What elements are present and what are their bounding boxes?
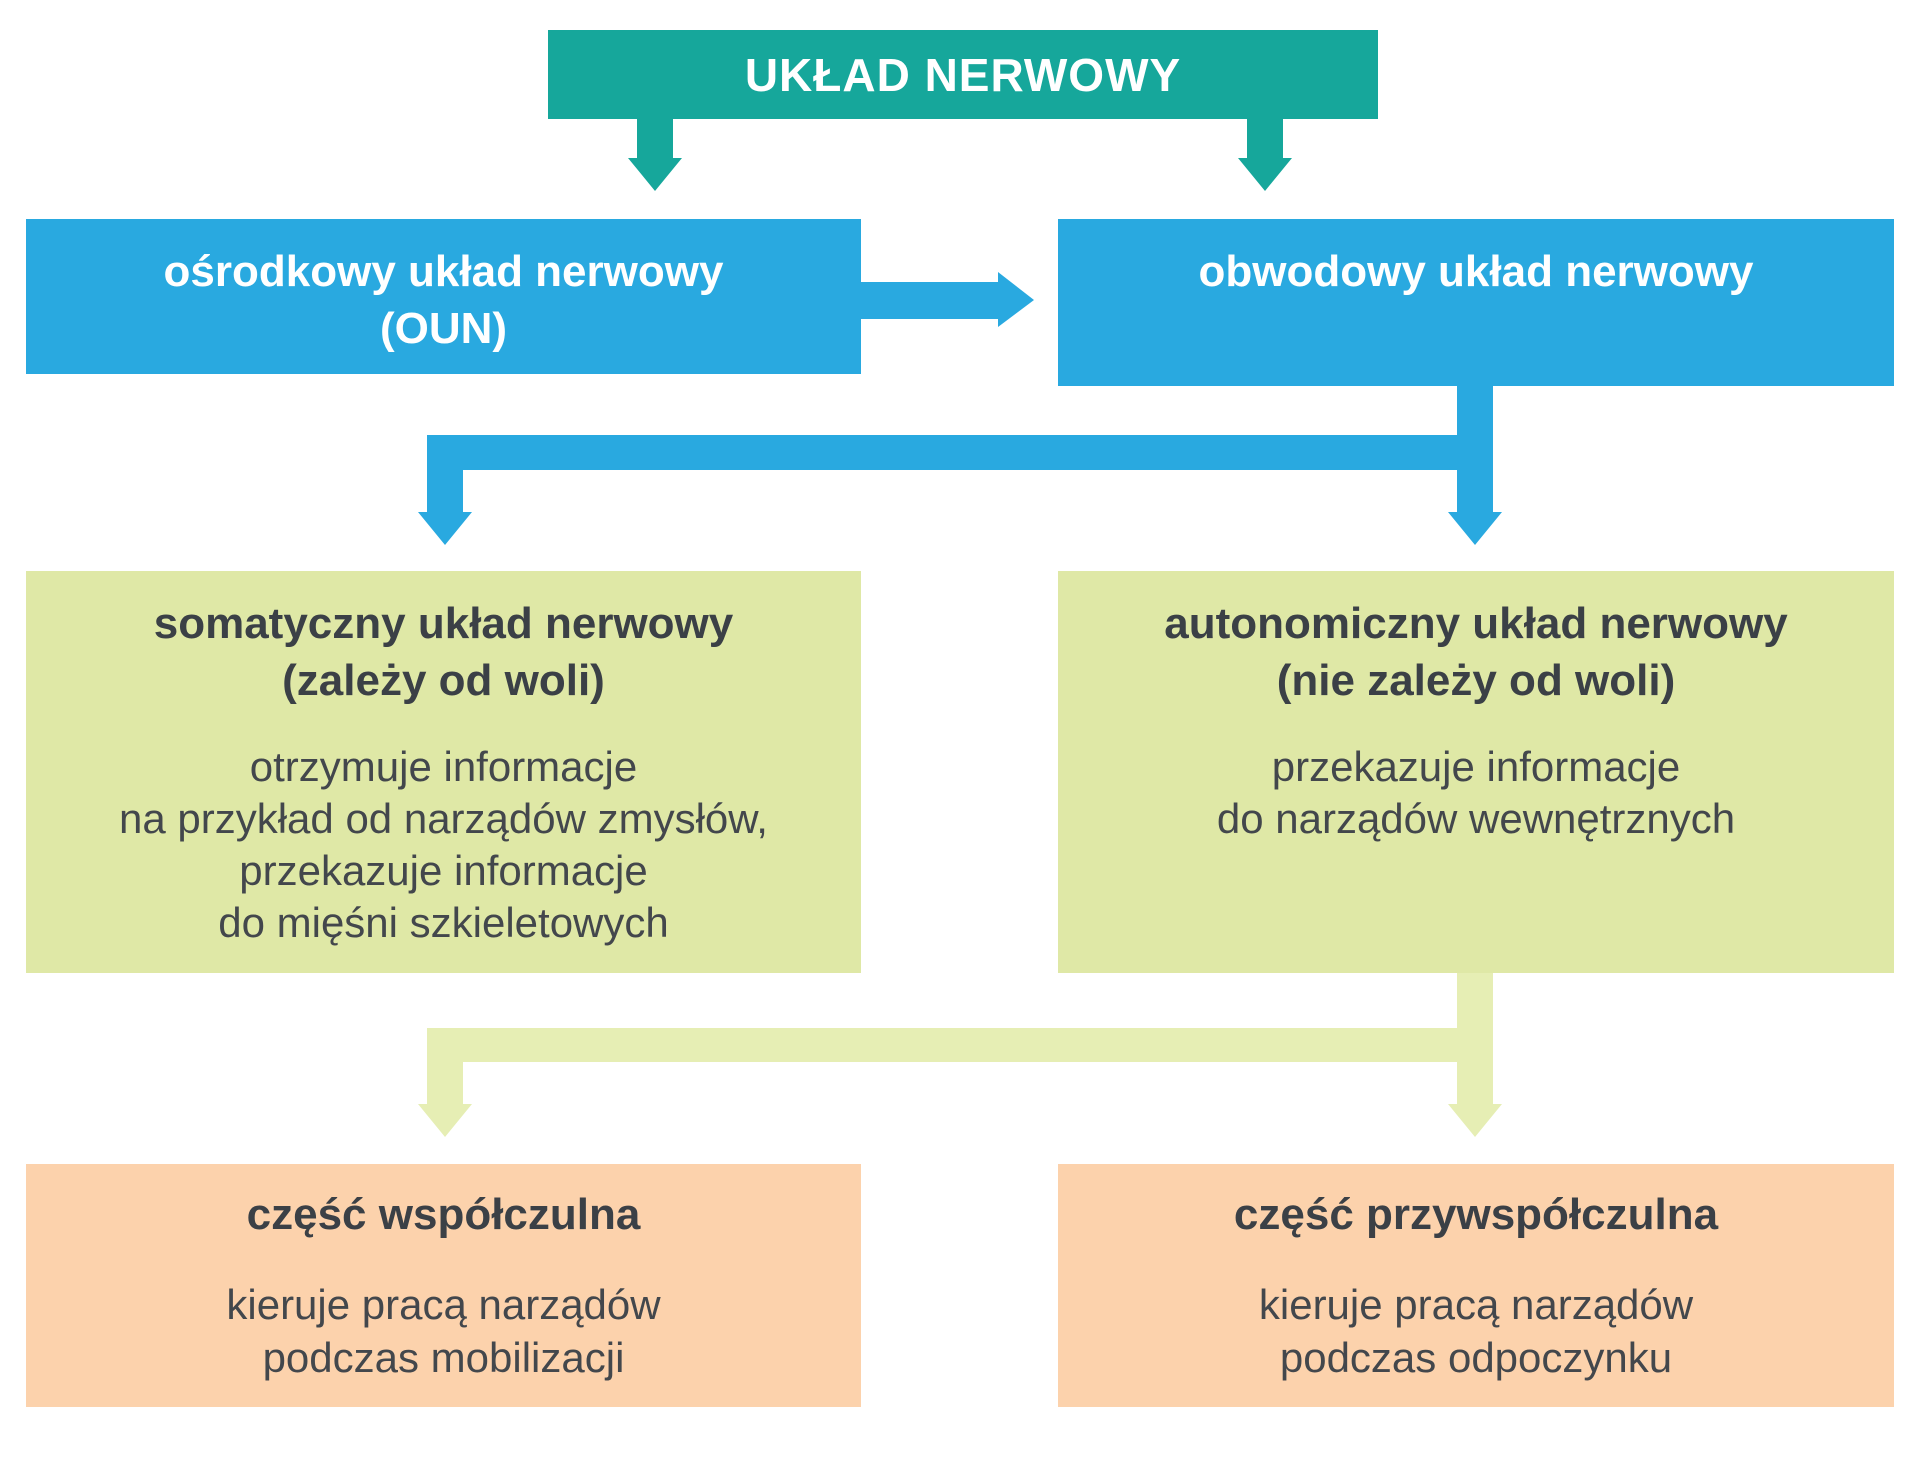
branch-connector-leaf-icon xyxy=(418,973,1502,1137)
text-line: obwodowy układ nerwowy xyxy=(1198,247,1754,296)
node-czesc-przywspolczulna: część przywspółczulna kieruje pracą narz… xyxy=(1058,1164,1894,1407)
node-heading: ośrodkowy układ nerwowy (OUN) xyxy=(26,243,861,357)
text-line: do narządów wewnętrznych xyxy=(1216,795,1736,842)
node-heading: obwodowy układ nerwowy xyxy=(1058,243,1894,300)
node-description: przekazuje informacje do narządów wewnętr… xyxy=(1058,741,1894,845)
node-osrodkowy-uklad-nerwowy: ośrodkowy układ nerwowy (OUN) xyxy=(26,219,861,374)
node-heading: część współczulna xyxy=(26,1186,861,1244)
text-line: (zależy od woli) xyxy=(282,656,605,705)
text-line: podczas odpoczynku xyxy=(1279,1334,1673,1381)
node-description: kieruje pracą narządów podczas mobilizacj… xyxy=(26,1278,861,1384)
text-line: otrzymuje informacje xyxy=(249,743,638,790)
text-line: kieruje pracą narządów xyxy=(226,1281,661,1328)
arrow-down-left-teal-icon xyxy=(628,119,682,191)
branch-connector-blue-icon xyxy=(418,386,1502,545)
text-line: autonomiczny układ nerwowy xyxy=(1164,599,1788,648)
arrow-right-blue-icon xyxy=(861,272,1034,327)
node-autonomiczny-uklad-nerwowy: autonomiczny układ nerwowy (nie zależy od… xyxy=(1058,571,1894,973)
node-heading: autonomiczny układ nerwowy (nie zależy od… xyxy=(1058,595,1894,709)
text-line: część współczulna xyxy=(246,1190,641,1239)
node-description: kieruje pracą narządów podczas odpoczynku xyxy=(1058,1278,1894,1384)
diagram-title: UKŁAD NERWOWY xyxy=(744,48,1182,101)
text-line: przekazuje informacje xyxy=(1271,743,1681,790)
text-line: do mięśni szkieletowych xyxy=(218,899,669,946)
text-line: podczas mobilizacji xyxy=(262,1334,625,1381)
node-heading: somatyczny układ nerwowy (zależy od woli) xyxy=(26,595,861,709)
arrow-down-right-teal-icon xyxy=(1238,119,1292,191)
text-line: (nie zależy od woli) xyxy=(1276,656,1676,705)
text-line: ośrodkowy układ nerwowy xyxy=(163,247,724,296)
node-obwodowy-uklad-nerwowy: obwodowy układ nerwowy xyxy=(1058,219,1894,386)
node-somatyczny-uklad-nerwowy: somatyczny układ nerwowy (zależy od woli)… xyxy=(26,571,861,973)
text-line: przekazuje informacje xyxy=(239,847,648,894)
text-line: somatyczny układ nerwowy xyxy=(153,599,734,648)
text-line: na przykład od narządów zmysłów, xyxy=(119,795,768,842)
text-line: kieruje pracą narządów xyxy=(1258,1281,1694,1328)
node-uklad-nerwowy: UKŁAD NERWOWY xyxy=(548,30,1378,119)
node-description: otrzymuje informacje na przykład od narzą… xyxy=(26,741,861,949)
node-heading: część przywspółczulna xyxy=(1058,1186,1894,1244)
text-line: (OUN) xyxy=(379,304,508,353)
text-line: część przywspółczulna xyxy=(1233,1190,1719,1239)
node-czesc-wspolczulna: część współczulna kieruje pracą narządów… xyxy=(26,1164,861,1407)
